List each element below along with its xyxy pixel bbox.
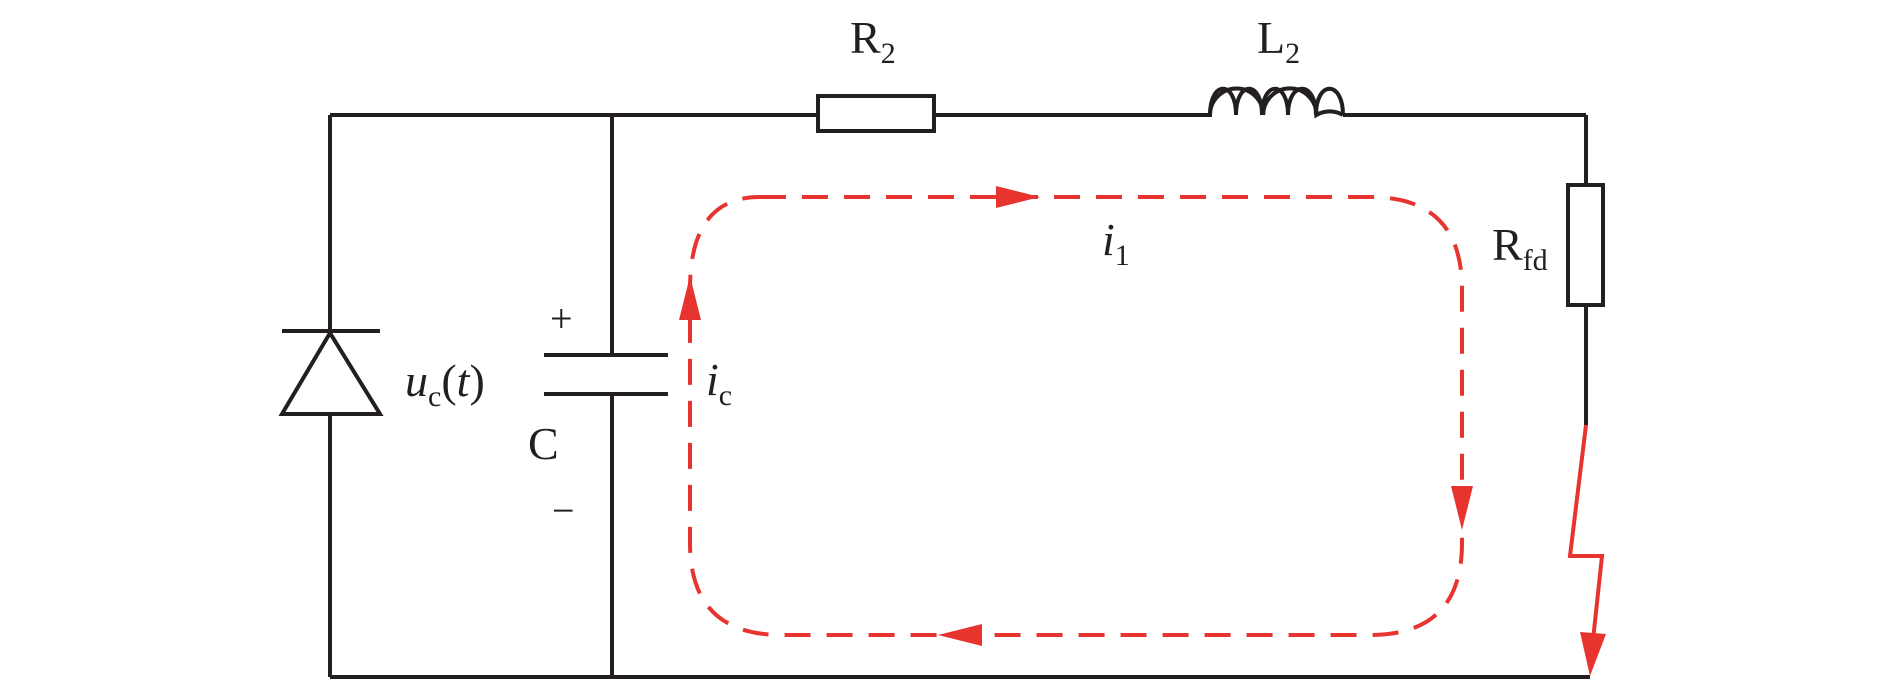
current-loop [679, 186, 1473, 646]
arrow-top-right [996, 186, 1040, 208]
current-loop-path [688, 195, 1464, 637]
label-r2-main: R [850, 12, 881, 63]
label-r2-sub: 2 [881, 37, 896, 70]
fault-arrowhead [1580, 632, 1606, 676]
label-uc-paren-open: ( [441, 355, 456, 406]
arrow-bottom-left [938, 624, 982, 646]
label-l2: L2 [1257, 12, 1300, 70]
label-r2: R2 [850, 12, 896, 70]
label-l2-main: L [1257, 12, 1285, 63]
label-ic-main: i [706, 354, 719, 405]
arrow-right-down [1451, 486, 1473, 530]
label-i1: i1 [1102, 214, 1130, 272]
label-i1-sub: 1 [1115, 239, 1130, 272]
label-uc-sub: c [428, 380, 441, 413]
label-uc-main: u [405, 355, 428, 406]
label-i1-main: i [1102, 214, 1115, 265]
label-capacitor: C [528, 418, 559, 469]
diode-triangle [278, 329, 384, 416]
resistor-r2 [816, 94, 936, 133]
label-rfd: Rfd [1492, 219, 1548, 277]
label-minus: − [552, 488, 575, 533]
label-plus: + [550, 296, 573, 341]
inductor-l2-coils [1208, 86, 1345, 116]
resistor-rfd [1566, 183, 1605, 307]
label-uc-paren-close: ) [469, 355, 484, 406]
capacitor-symbol [544, 353, 668, 396]
arrow-left-up [679, 276, 701, 320]
circuit-wires [328, 113, 1590, 679]
label-l2-sub: 2 [1285, 37, 1300, 70]
label-rfd-sub: fd [1523, 244, 1548, 277]
label-ic-sub: c [719, 379, 732, 412]
label-ic: ic [706, 354, 732, 412]
label-uc-t: uc(t) [405, 355, 485, 413]
label-uc-var: t [457, 355, 471, 406]
fault-zigzag [1567, 424, 1605, 641]
diode-symbol [278, 329, 384, 416]
label-rfd-main: R [1492, 219, 1523, 270]
fault-path [1567, 424, 1606, 676]
